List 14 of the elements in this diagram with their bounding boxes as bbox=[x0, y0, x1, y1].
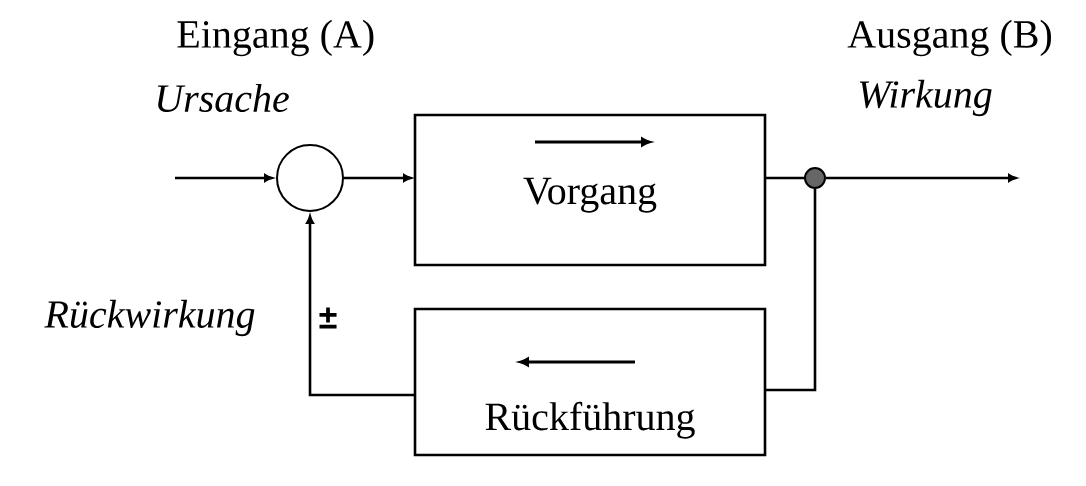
summing-circle bbox=[276, 144, 344, 212]
text-label: Ausgang (B) bbox=[847, 19, 1051, 57]
process-box: Vorgang bbox=[413, 113, 767, 267]
arrow bbox=[826, 174, 1017, 182]
process-box: Rückführung bbox=[413, 307, 767, 457]
text-label: Eingang (A) bbox=[177, 19, 374, 57]
text-label: Ursache bbox=[157, 83, 289, 113]
arrow bbox=[175, 174, 273, 182]
arrow bbox=[306, 215, 415, 397]
text-label: ± bbox=[319, 307, 337, 329]
arrow bbox=[344, 174, 412, 182]
text-label: Rückwirkung bbox=[44, 299, 255, 337]
junction-dot bbox=[804, 167, 826, 189]
text-label: Wirkung bbox=[859, 79, 992, 117]
